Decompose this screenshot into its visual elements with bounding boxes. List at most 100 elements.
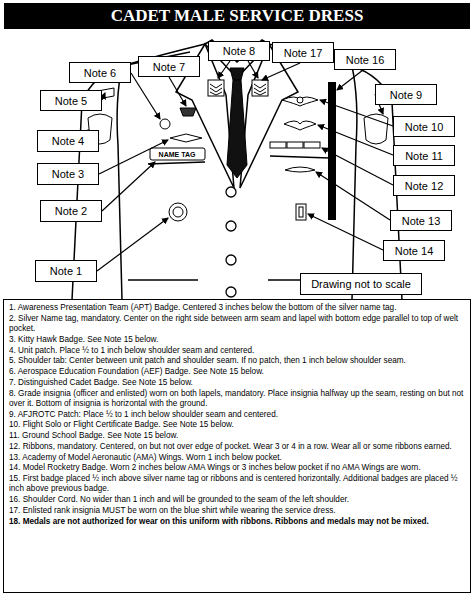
note-item: 6. Aerospace Education Foundation (AEF) … <box>9 367 465 377</box>
leader-lines <box>248 61 258 78</box>
note-item: 8. Grade insignia (officer and enlisted)… <box>9 389 465 410</box>
note-item: 17. Enlisted rank insignia MUST be worn … <box>9 506 465 516</box>
notes-list-box: 1. Awareness Presentation Team (APT) Bad… <box>3 299 471 593</box>
left-chest-badges <box>173 207 183 217</box>
leader-lines <box>169 77 186 106</box>
leader-lines <box>322 148 393 185</box>
note-item: 15. First badge placed ½ inch above silv… <box>9 474 465 495</box>
buttons <box>226 187 236 197</box>
right-chest-badges <box>296 204 306 220</box>
right-chest-badges <box>270 142 286 148</box>
leader-lines <box>337 70 363 90</box>
callout-text: Note 12 <box>405 180 444 192</box>
left-chest-badges <box>180 108 196 116</box>
leader-lines <box>316 172 390 220</box>
note-item: 4. Unit patch. Place ½ to 1 inch below s… <box>9 346 465 356</box>
leader-lines <box>218 61 230 78</box>
leader-lines <box>308 214 383 250</box>
callout-box: Note 14 <box>383 240 445 261</box>
leader-lines <box>102 162 155 211</box>
leader-lines <box>262 63 300 80</box>
pockets <box>148 162 205 164</box>
callout-text: Note 2 <box>55 205 87 217</box>
note-item: 5. Shoulder tab: Center between unit pat… <box>9 356 465 366</box>
callout-text: Note 16 <box>346 54 385 66</box>
grade-insignia <box>208 80 224 96</box>
callout-box: Note 1 <box>35 260 97 282</box>
note-item: 3. Kitty Hawk Badge. See Note 15 below. <box>9 335 465 345</box>
callout-text: Note 7 <box>153 61 185 73</box>
leader-lines <box>131 73 160 119</box>
buttons <box>226 221 236 231</box>
jacket-outline <box>118 145 122 300</box>
callout-box: Note 10 <box>393 116 455 137</box>
pockets <box>270 156 330 158</box>
callout-text: Note 13 <box>402 215 441 227</box>
callout-text: Note 14 <box>395 245 434 257</box>
leader-lines <box>318 125 393 155</box>
leader-lines <box>88 61 393 271</box>
right-chest-badges <box>285 167 315 172</box>
note-item: 9. AFJROTC Patch: Place ½ to 1 inch belo… <box>9 410 465 420</box>
callout-box: Note 13 <box>390 210 452 231</box>
left-chest-badges <box>169 203 187 221</box>
callout-text: Note 5 <box>55 95 87 107</box>
callout-box: Note 9 <box>375 84 437 105</box>
callout-text: Note 1 <box>50 265 82 277</box>
note-item: 16. Shoulder Cord. No wider than 1 inch … <box>9 495 465 505</box>
name-tag-text: NAME TAG <box>159 151 196 158</box>
note-item: 1. Awareness Presentation Team (APT) Bad… <box>9 303 465 313</box>
left-chest-badges <box>160 119 170 129</box>
callout-text: Note 8 <box>223 45 255 57</box>
left-chest-badges <box>150 108 205 221</box>
note-item: 7. Distinguished Cadet Badge. See Note 1… <box>9 378 465 388</box>
note-item: 13. Academy of Model Aeronautic (AMA) Wi… <box>9 453 465 463</box>
right-chest-badges <box>282 97 318 106</box>
collar-and-lapels <box>240 44 298 188</box>
tie <box>227 68 247 178</box>
pockets <box>128 279 198 280</box>
callout-text: Note 4 <box>52 135 84 147</box>
buttons <box>226 187 236 297</box>
right-chest-badges <box>287 142 303 148</box>
right-chest-badges <box>297 97 303 103</box>
callout-box: Note 6 <box>69 62 131 83</box>
right-chest-badges <box>270 97 320 220</box>
callout-box: Drawing not to scale <box>300 273 422 295</box>
note-item: 10. Flight Solo or Flight Certificate Ba… <box>9 420 465 430</box>
tie <box>227 80 247 178</box>
left-chest-badges <box>170 134 202 142</box>
callout-text: Note 11 <box>405 150 443 162</box>
callout-box: Note 16 <box>334 49 396 70</box>
callout-box: Note 12 <box>393 175 455 196</box>
leader-lines <box>102 93 105 100</box>
note-item: 2. Silver Name tag, mandatory. Center on… <box>9 314 465 335</box>
callout-box: Note 3 <box>37 163 99 185</box>
leader-lines <box>97 218 168 271</box>
leader-lines <box>99 140 168 174</box>
note-item: 12. Ribbons, mandatory. Centered, on but… <box>9 442 465 452</box>
grade-insignia <box>210 84 222 95</box>
right-chest-badges <box>304 142 320 148</box>
callout-box: Note 2 <box>40 200 102 222</box>
name-tag <box>150 148 205 160</box>
right-chest-badges <box>299 207 303 217</box>
note-item: 18. Medals are not authorized for wear o… <box>9 517 465 527</box>
tie <box>230 68 244 80</box>
grade-insignia <box>254 84 266 95</box>
pockets <box>128 156 345 280</box>
callout-box: Note 4 <box>37 130 99 152</box>
note-item: 14. Model Rocketry Badge. Worn 2 inches … <box>9 463 465 473</box>
buttons <box>226 287 236 297</box>
note-item: 11. Ground School Badge. See Note 15 bel… <box>9 431 465 441</box>
callout-text: Note 6 <box>84 67 116 79</box>
buttons <box>226 255 236 265</box>
grade-insignia <box>208 80 268 96</box>
sleeve-patches <box>364 114 388 144</box>
title-band: CADET MALE SERVICE DRESS <box>4 3 470 29</box>
callout-text: Note 9 <box>390 89 422 101</box>
callout-text: Note 17 <box>284 47 323 59</box>
callout-box: Note 7 <box>138 56 200 77</box>
right-chest-badges <box>284 121 316 130</box>
callout-text: Note 10 <box>405 121 444 133</box>
